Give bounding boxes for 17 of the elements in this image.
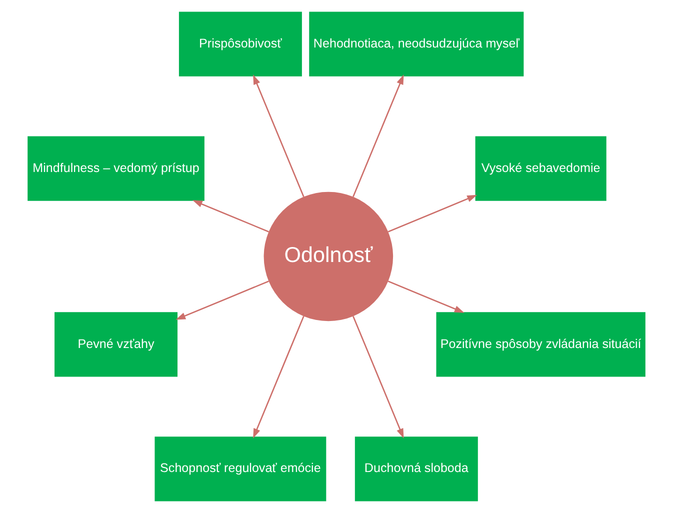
node-box: Mindfulness – vedomý prístup [28,136,204,201]
arrow [388,194,478,232]
arrow [176,280,269,320]
node-box: Schopnosť regulovať emócie [154,436,326,502]
arrow [253,74,304,198]
node-circle: Odolnosť [264,192,394,322]
node-box: Pozitívne spôsoby zvládania situácií [436,312,646,377]
arrow [388,280,464,313]
node-box: Prispôsobivosť [178,12,302,76]
arrow [352,316,404,438]
arrow [192,200,269,232]
node-box: Pevné vzťahy [54,312,178,377]
node-box: Duchovná sloboda [354,436,478,502]
node-box: Nehodnotiaca, neodsudzujúca myseľ [309,12,524,76]
arrow [253,316,304,438]
node-box: Vysoké sebavedomie [475,136,606,201]
arrow [352,74,404,198]
